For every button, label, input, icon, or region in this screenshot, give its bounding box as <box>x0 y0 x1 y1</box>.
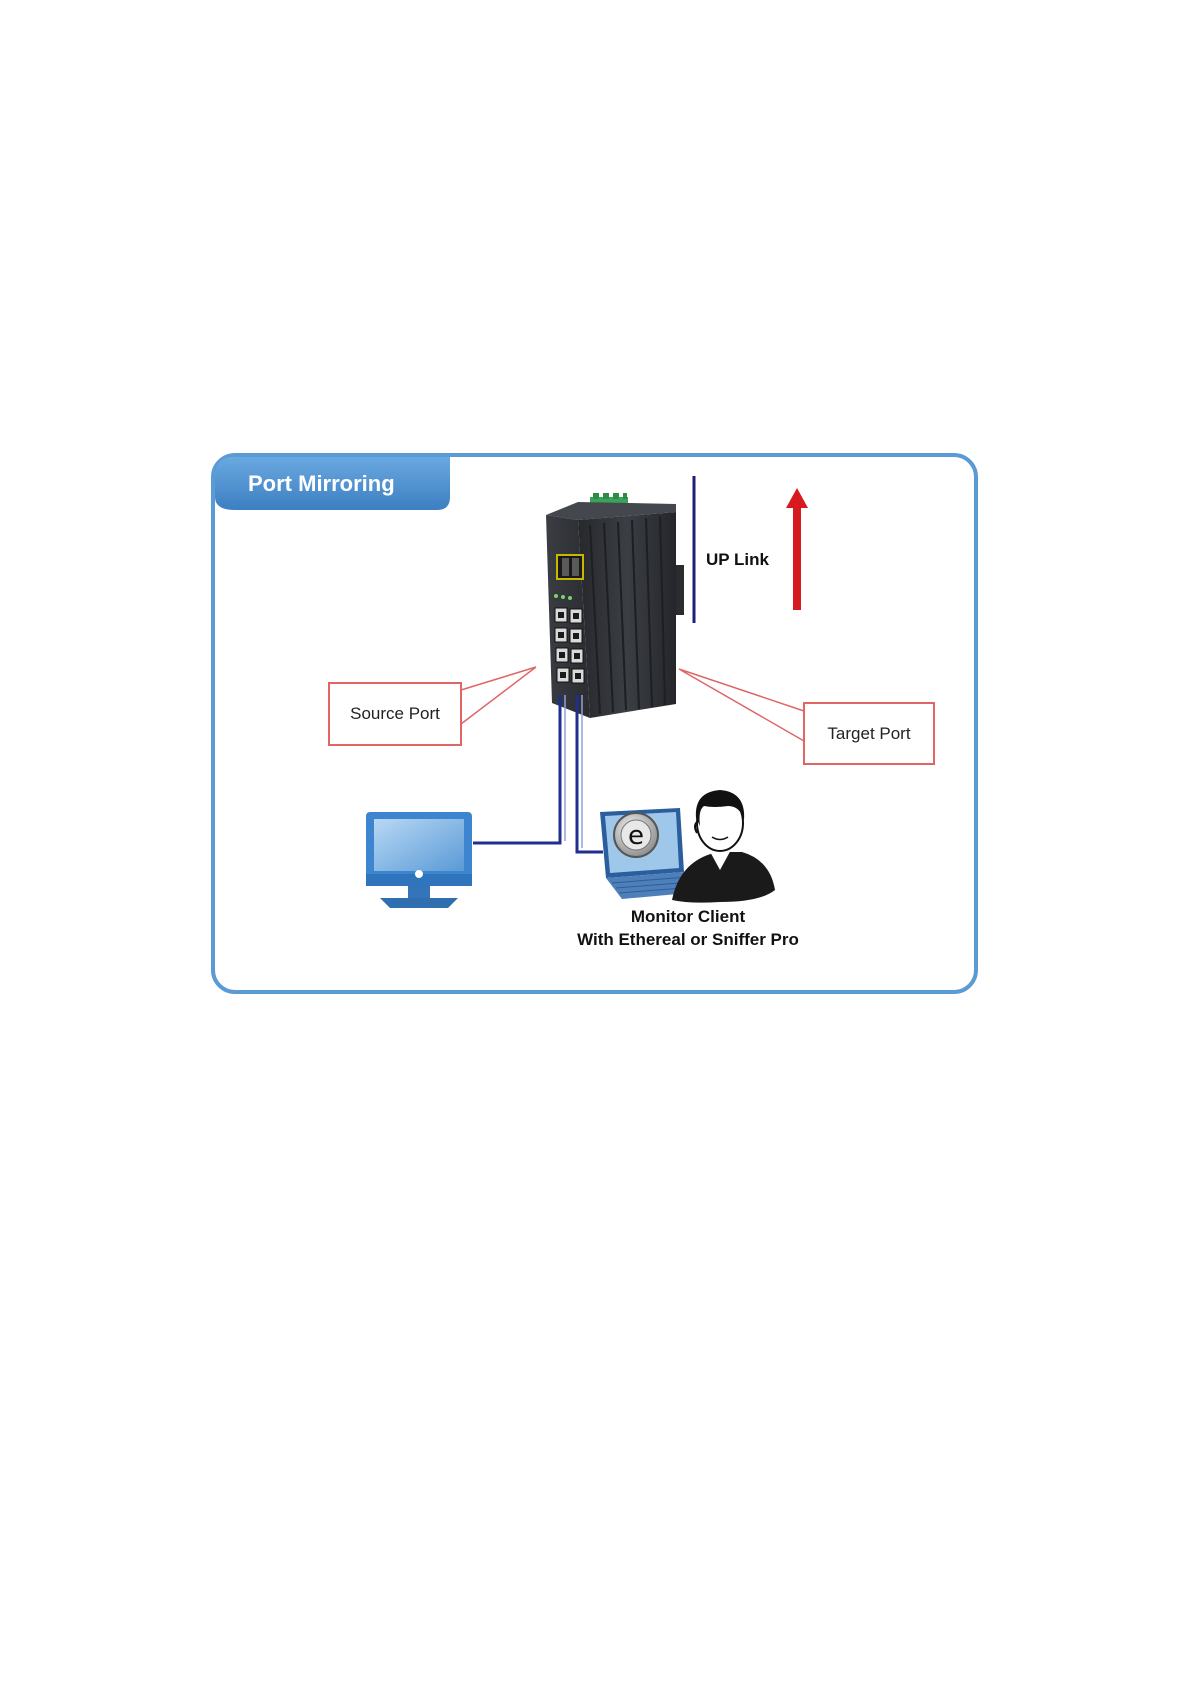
monitor-client-label: Monitor Client <box>631 907 746 926</box>
ethereal-logo-icon: e <box>614 813 658 857</box>
uplink-label: UP Link <box>706 550 770 569</box>
target-port-label: Target Port <box>827 724 910 743</box>
diagram-title: Port Mirroring <box>248 471 395 496</box>
industrial-switch-icon <box>546 493 684 718</box>
svg-text:e: e <box>628 821 644 851</box>
title-tab: Port Mirroring <box>215 457 450 510</box>
monitor-client-sublabel: With Ethereal or Sniffer Pro <box>577 930 799 949</box>
source-port-label: Source Port <box>350 704 440 723</box>
